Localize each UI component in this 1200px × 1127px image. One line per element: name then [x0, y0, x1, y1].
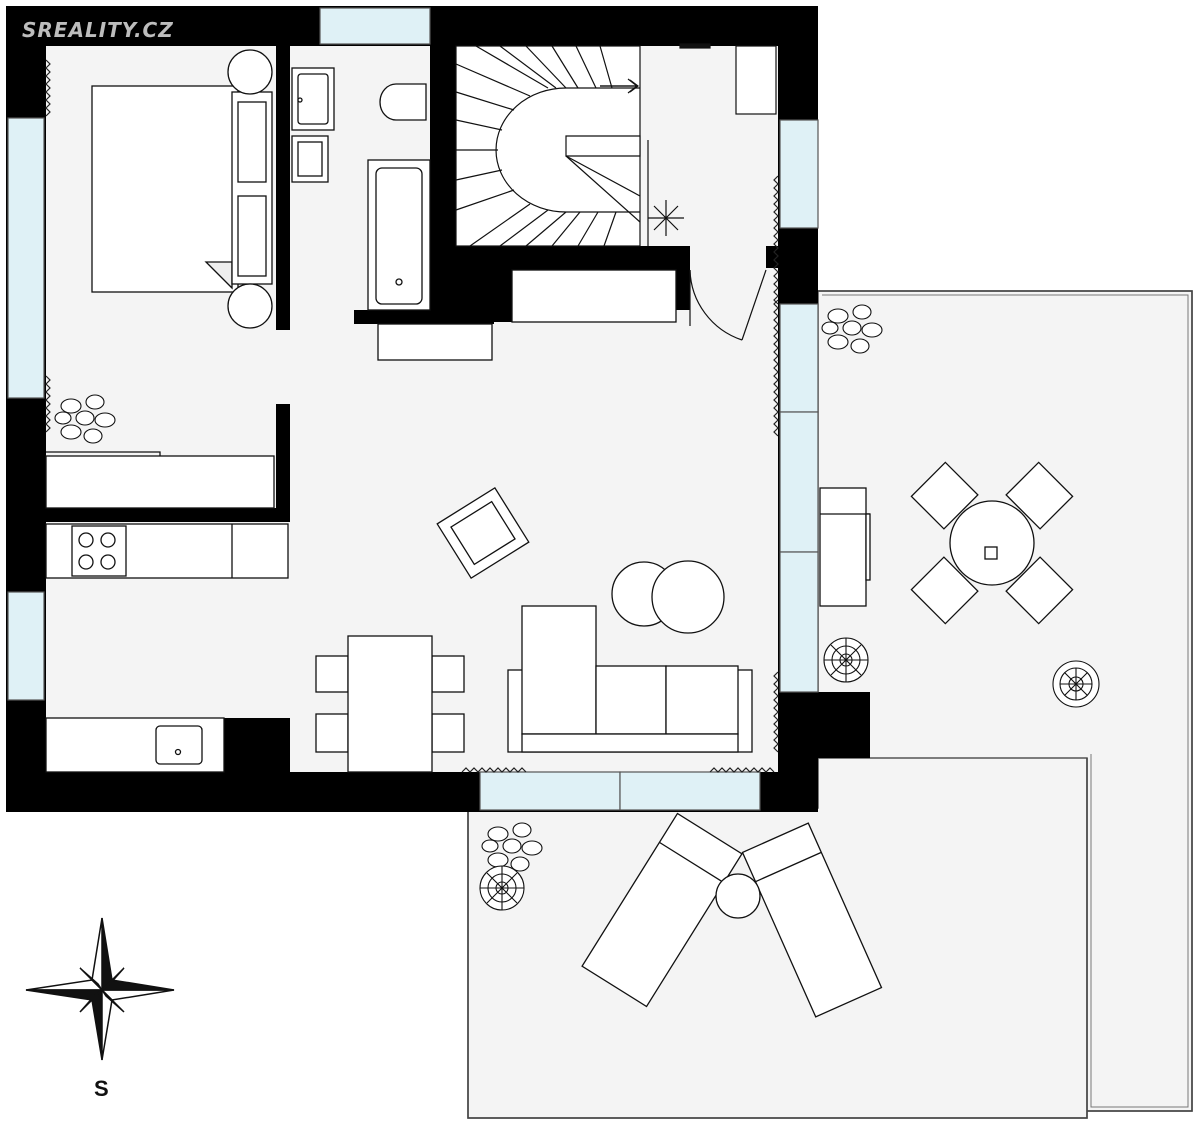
wardrobe	[45, 451, 275, 509]
plant-icon	[54, 304, 883, 872]
sofa	[507, 605, 753, 753]
terrace-bench	[819, 487, 871, 607]
kitchen-counter	[45, 523, 289, 773]
armchair	[436, 486, 530, 580]
hall-cabinets	[377, 269, 677, 361]
terrace-outline	[467, 290, 1193, 1119]
interior-walls	[46, 46, 870, 772]
compass-label: S	[94, 1076, 109, 1101]
watermark: SREALITY.CZ	[22, 18, 174, 42]
stairs-arrow-icon	[600, 78, 638, 94]
coffee-tables	[611, 560, 725, 634]
staircase	[455, 45, 641, 247]
bathroom-fixtures	[291, 67, 431, 311]
curtains	[45, 59, 779, 773]
flower-icon	[479, 637, 1100, 911]
terrace-table-set	[910, 461, 1074, 625]
entrance-door	[689, 269, 767, 341]
dining-set	[315, 635, 465, 773]
sun-loungers	[581, 812, 883, 1018]
hall-fixtures	[647, 43, 777, 246]
compass-rose-icon	[25, 917, 175, 1061]
bed	[91, 49, 273, 329]
fan-icon	[648, 200, 684, 236]
windows	[7, 7, 819, 811]
